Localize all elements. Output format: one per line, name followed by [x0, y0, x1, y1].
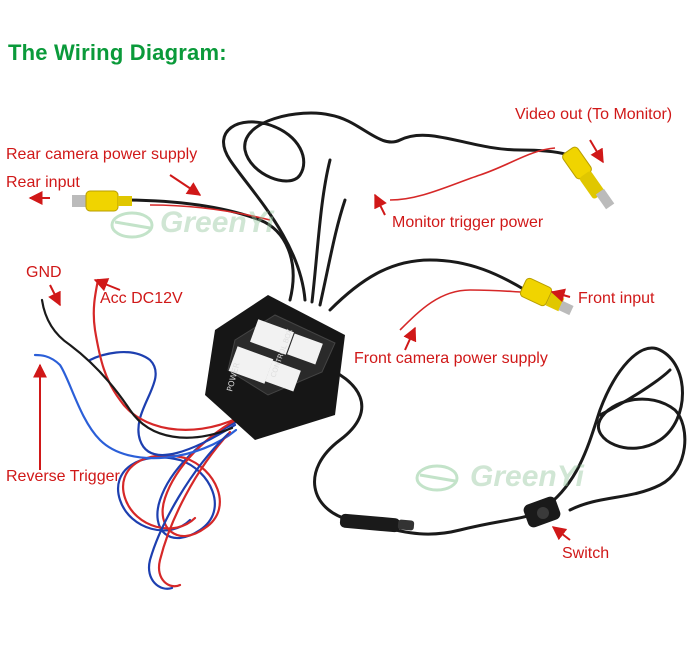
- control-box: POWER CONTROL BOX: [205, 295, 345, 440]
- label-reverse-trigger: Reverse Trigger: [6, 468, 120, 485]
- label-switch: Switch: [562, 545, 610, 562]
- rear-input-cable: [118, 198, 295, 302]
- label-front-camera-power: Front camera power supply: [354, 350, 548, 367]
- switch-device: [523, 496, 561, 528]
- watermark-text-2: GreenYi: [470, 460, 584, 493]
- video-out-rca: [562, 146, 615, 210]
- watermark-logo-2: [415, 464, 459, 492]
- watermark-text-1: GreenYi: [160, 206, 274, 239]
- video-out-cable: [222, 111, 592, 307]
- label-gnd: GND: [26, 264, 62, 281]
- label-rear-input: Rear input: [6, 174, 80, 191]
- power-wire-bundle: [33, 278, 247, 590]
- label-monitor-trigger: Monitor trigger power: [392, 214, 544, 231]
- front-input-cable: [328, 258, 527, 312]
- watermark-logo-1: [110, 211, 154, 239]
- label-acc: Acc DC12V: [100, 290, 183, 307]
- switch-cable: [313, 346, 687, 536]
- label-arrows: [28, 139, 604, 541]
- rear-input-rca: [72, 190, 132, 212]
- page-title: The Wiring Diagram:: [8, 40, 227, 65]
- label-front-input: Front input: [578, 290, 655, 307]
- label-video-out: Video out (To Monitor): [515, 106, 673, 123]
- inline-connector: [339, 513, 415, 533]
- red-trigger-wires: [149, 147, 556, 331]
- label-rear-camera-power: Rear camera power supply: [6, 146, 198, 163]
